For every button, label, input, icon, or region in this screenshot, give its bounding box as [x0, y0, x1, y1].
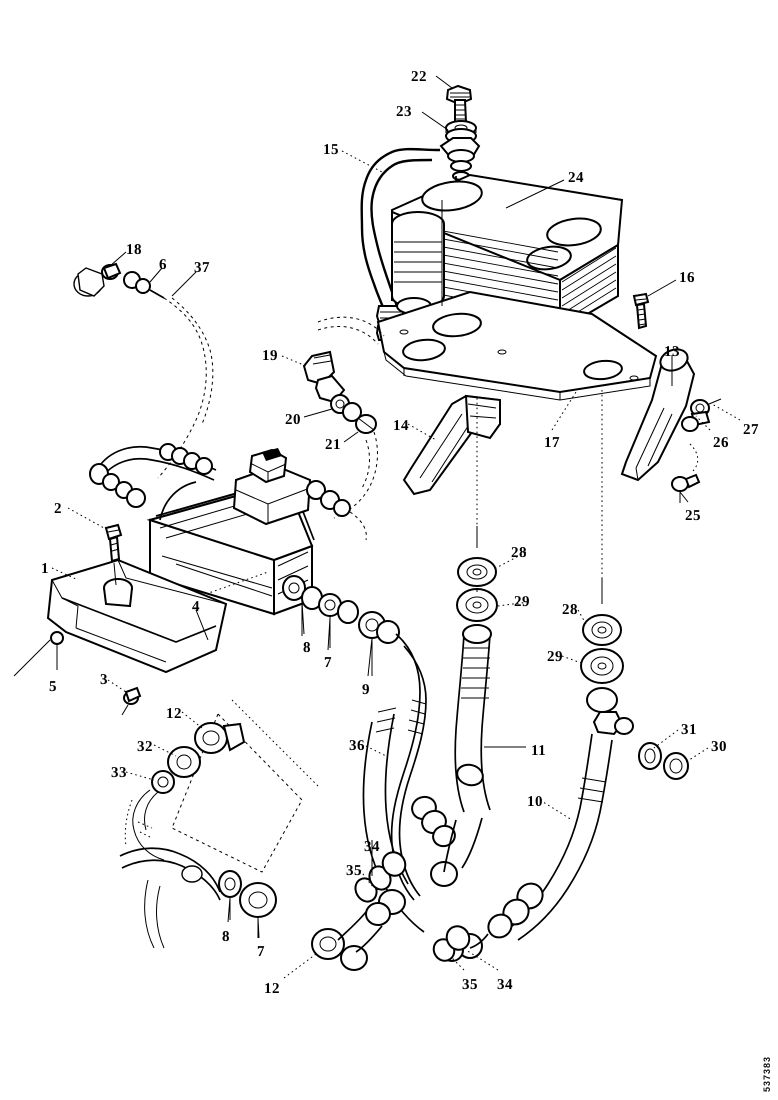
clamps-34-35-upper: [354, 840, 407, 903]
callout-5: 5: [49, 679, 57, 695]
cooler-unit-4: [13, 476, 315, 716]
fitting-26-27: [681, 398, 722, 432]
callout-17: 17: [544, 435, 560, 451]
callout-19: 19: [262, 348, 278, 364]
callout-4: 4: [192, 599, 200, 615]
bracket-13: [620, 348, 696, 482]
clamps-34-35-lower: [432, 925, 471, 962]
callout-13: 13: [664, 344, 680, 360]
callout-8-bottom: 8: [222, 929, 230, 945]
fittings-7-8-9: [282, 575, 400, 676]
callout-28-right: 28: [562, 602, 578, 618]
bolt-25: [671, 443, 701, 503]
callout-24: 24: [568, 170, 584, 186]
callout-15: 15: [323, 142, 339, 158]
banjo-bolt-stack: [439, 84, 481, 194]
callout-33: 33: [111, 765, 127, 781]
callout-12-bottom: 12: [264, 981, 280, 997]
hose-11: [430, 526, 498, 887]
leader-lines: [51, 75, 741, 979]
hose-9-down: [390, 633, 456, 901]
callout-23: 23: [396, 104, 412, 120]
callout-3: 3: [100, 672, 108, 688]
fittings-7-8-bottom: [218, 870, 277, 938]
mount-plate-17: [376, 290, 658, 401]
callout-6: 6: [159, 257, 167, 273]
hose-18-37: [73, 262, 214, 479]
callout-8-top: 8: [303, 640, 311, 656]
callout-18: 18: [126, 242, 142, 258]
bracket-14: [402, 394, 502, 496]
callout-12-upper: 12: [166, 706, 182, 722]
callout-26: 26: [713, 435, 729, 451]
callout-7-top: 7: [324, 655, 332, 671]
callout-29-left: 29: [514, 594, 530, 610]
callout-21: 21: [325, 437, 341, 453]
callout-22: 22: [411, 69, 427, 85]
callout-10: 10: [527, 794, 543, 810]
callout-35-bottom: 35: [462, 977, 478, 993]
callout-32: 32: [137, 739, 153, 755]
callout-14: 14: [393, 418, 409, 434]
callout-16: 16: [679, 270, 695, 286]
callout-28-left: 28: [511, 545, 527, 561]
callout-37: 37: [194, 260, 210, 276]
drawing-reference-code: 537383: [762, 1055, 772, 1092]
callout-36: 36: [349, 738, 365, 754]
callout-30: 30: [711, 739, 727, 755]
callout-27: 27: [743, 422, 759, 438]
callout-34-bottom: 34: [497, 977, 513, 993]
callout-1: 1: [41, 561, 49, 577]
hose-chain-left: [89, 443, 367, 541]
fitting-19-20-21: [302, 350, 378, 519]
callout-11: 11: [531, 743, 547, 759]
callout-29-right: 29: [547, 649, 563, 665]
callout-20: 20: [285, 412, 301, 428]
callout-34-upper: 34: [364, 839, 380, 855]
bracket-lower-left: [119, 699, 319, 949]
callout-9: 9: [362, 682, 370, 698]
valve-block: [232, 448, 312, 526]
hose-6-loop: [317, 316, 385, 345]
bolt-16: [632, 292, 650, 330]
callout-25: 25: [685, 508, 701, 524]
callout-7-bottom: 7: [257, 944, 265, 960]
callout-2: 2: [54, 501, 62, 517]
callout-35-upper: 35: [346, 863, 362, 879]
hose-36: [311, 707, 425, 971]
callout-31: 31: [681, 722, 697, 738]
